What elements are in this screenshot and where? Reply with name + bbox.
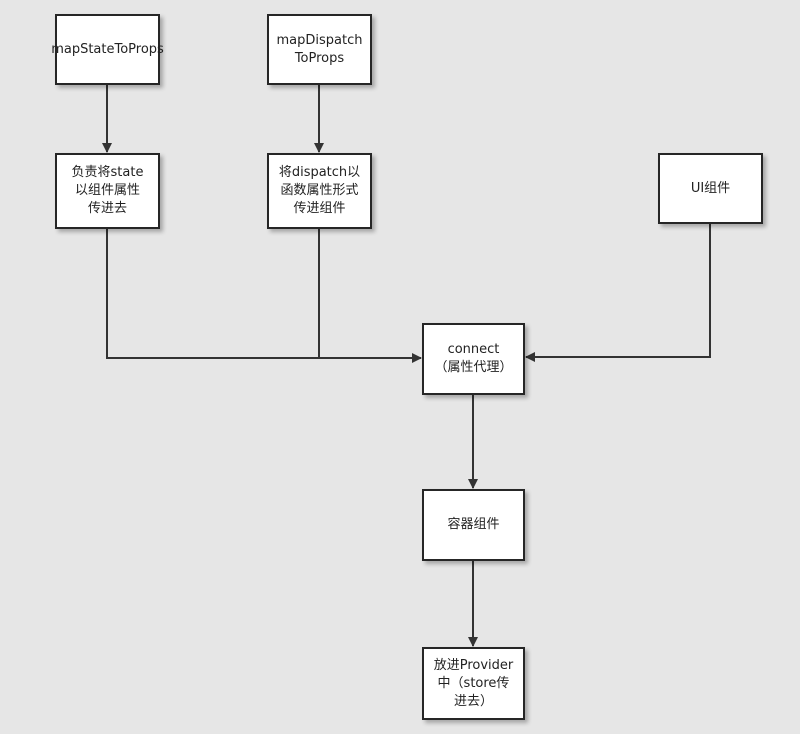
node-map-dispatch-to-props: mapDispatch ToProps	[267, 14, 372, 85]
node-label: mapDispatch ToProps	[276, 32, 363, 66]
node-label: UI组件	[690, 180, 731, 196]
node-label: mapStateToProps	[51, 41, 164, 57]
edge-ui-to-connect	[525, 224, 711, 362]
node-state-description: 负责将state 以组件属性 传进去	[55, 153, 160, 229]
node-label: 将dispatch以 函数属性形式 传进组件	[278, 165, 361, 216]
node-map-state-to-props: mapStateToProps	[51, 14, 164, 85]
node-container-component: 容器组件	[422, 489, 525, 561]
node-dispatch-description: 将dispatch以 函数属性形式 传进组件	[267, 153, 372, 229]
node-provider: 放进Provider 中（store传 进去）	[422, 647, 525, 720]
node-label: 容器组件	[447, 517, 500, 532]
node-label: 负责将state 以组件属性 传进去	[71, 165, 144, 216]
node-label: connect （属性代理）	[434, 342, 513, 375]
node-ui-component: UI组件	[658, 153, 763, 224]
edge-state-desc-to-connect	[106, 229, 422, 363]
node-label: 放进Provider 中（store传 进去）	[433, 657, 514, 709]
node-connect: connect （属性代理）	[422, 323, 525, 395]
